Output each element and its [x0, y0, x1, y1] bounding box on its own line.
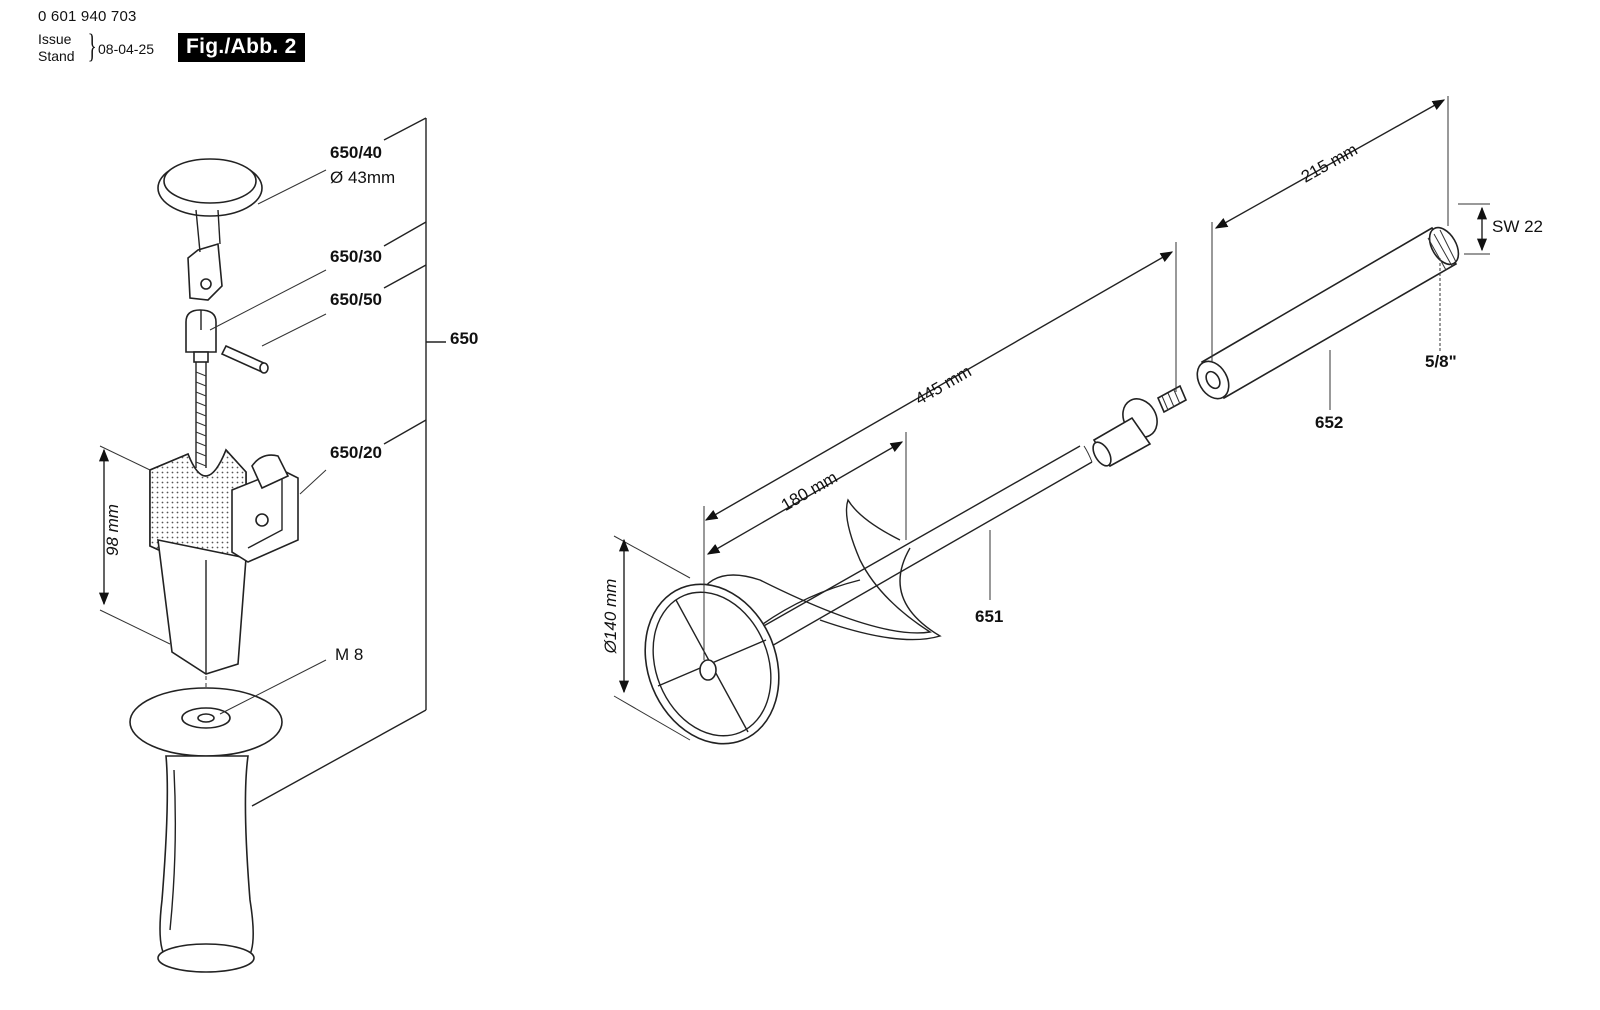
- label-650-40: 650/40: [330, 143, 382, 162]
- page-header: 0 601 940 703 Issue Stand } 08-04-25 Fig…: [0, 0, 420, 80]
- dim-label-445mm: 445 mm: [912, 362, 975, 409]
- label-650-30: 650/30: [330, 247, 382, 266]
- brace-glyph: }: [87, 28, 97, 65]
- depth-stop-body: [149, 448, 327, 675]
- clamp-bolt: [185, 269, 327, 468]
- label-650-50: 650/50: [330, 290, 382, 309]
- dimension-98mm: [98, 445, 171, 645]
- group-bracket-650: [251, 117, 446, 807]
- label-651: 651: [975, 607, 1003, 626]
- dimension-180mm: [703, 432, 907, 660]
- label-thread-m8: M 8: [335, 645, 363, 664]
- dim-label-diameter-140mm: Ø140 mm: [601, 579, 620, 655]
- dimension-sw22: [1458, 203, 1490, 255]
- label-650: 650: [450, 329, 478, 348]
- side-handle: [129, 659, 327, 973]
- figure-badge: Fig./Abb. 2: [178, 33, 305, 62]
- extension-rod: [1196, 226, 1460, 410]
- document-number: 0 601 940 703: [38, 8, 137, 25]
- mixing-paddle: [644, 384, 1188, 745]
- handle-assembly: [98, 117, 446, 973]
- mixer-assembly: [613, 96, 1490, 745]
- clamp-band: [157, 158, 327, 301]
- label-sw22: SW 22: [1492, 217, 1543, 236]
- issue-stand-labels: Issue Stand: [38, 31, 75, 65]
- dim-label-98mm: 98 mm: [103, 504, 122, 556]
- stand-label: Stand: [38, 48, 75, 64]
- dimension-215mm: [1211, 96, 1449, 362]
- dim-label-180mm: 180 mm: [778, 468, 841, 515]
- issue-label: Issue: [38, 31, 72, 47]
- label-650-40-diameter: Ø 43mm: [330, 168, 395, 187]
- label-650-20: 650/20: [330, 443, 382, 462]
- label-thread-5-8: 5/8": [1425, 352, 1457, 371]
- part-labels: 650/40 Ø 43mm 650/30 650/50 650 650/20 M…: [330, 143, 1543, 664]
- dimension-diameter-140mm: [613, 535, 691, 741]
- label-652: 652: [1315, 413, 1343, 432]
- issue-date: 08-04-25: [98, 41, 155, 57]
- dim-label-215mm: 215 mm: [1298, 140, 1361, 187]
- cross-pin: [220, 313, 327, 374]
